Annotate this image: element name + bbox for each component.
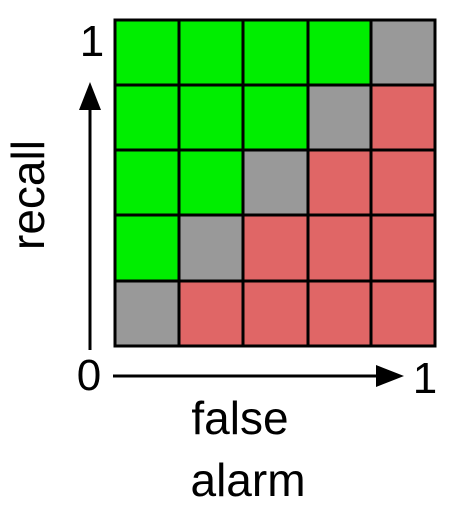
- grid-cell-gray: [306, 83, 373, 152]
- grid-cell-green: [113, 213, 181, 283]
- grid-cell-gray: [369, 18, 437, 87]
- grid-cell-gray: [241, 148, 310, 217]
- grid-cell-green: [113, 83, 181, 152]
- grid-cell-gray: [177, 213, 245, 283]
- grid-cell-green: [306, 18, 373, 87]
- grid-cell-red: [369, 83, 437, 152]
- grid-cell-green: [177, 148, 245, 217]
- grid-cell-red: [306, 279, 373, 348]
- grid-cell-green: [241, 83, 310, 152]
- grid-cell-red: [241, 213, 310, 283]
- grid-cell-green: [177, 18, 245, 87]
- y-axis-arrow: [79, 82, 101, 350]
- grid-cell-red: [177, 279, 245, 348]
- grid-cell-green: [177, 83, 245, 152]
- x-axis-label-line1: false: [191, 392, 288, 444]
- cell-grid: [113, 18, 437, 348]
- grid-cell-gray: [113, 279, 181, 348]
- grid-cell-red: [369, 213, 437, 283]
- grid-cell-green: [241, 18, 310, 87]
- grid-cell-green: [113, 18, 181, 87]
- x-axis-arrow: [113, 365, 404, 387]
- grid-cell-red: [306, 148, 373, 217]
- x-axis-label-line2: alarm: [190, 454, 305, 506]
- grid-cell-red: [241, 279, 310, 348]
- grid-cell-red: [306, 213, 373, 283]
- y-axis-label: recall: [2, 140, 54, 250]
- grid-cell-red: [369, 148, 437, 217]
- x-axis-right-tick: 1: [413, 354, 437, 403]
- grid-cell-green: [113, 148, 181, 217]
- grid-cell-red: [369, 279, 437, 348]
- origin-tick: 0: [77, 351, 101, 400]
- grid-border: [113, 18, 437, 348]
- y-axis-top-tick: 1: [80, 17, 104, 66]
